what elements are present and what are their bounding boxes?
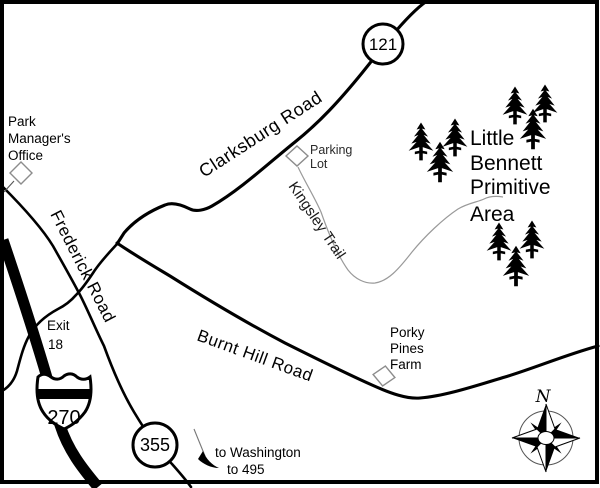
label-line: 18 (48, 337, 63, 352)
label-line: Primitive (470, 176, 551, 199)
frederick-road-line (0, 184, 193, 488)
porky-pines-farm-label: Porky Pines Farm (390, 325, 425, 372)
little-bennett-primitive-area-label: Little Bennett Primitive Area (470, 127, 551, 226)
exit-ramp-line (0, 242, 119, 393)
parking-lot-label: Parking Lot (310, 143, 352, 171)
label-line: Area (470, 203, 515, 226)
label-line: Porky (390, 325, 425, 340)
kingsley-trail-line (297, 166, 504, 284)
route-121-shield: 121 (361, 22, 405, 66)
parking-lot-marker (284, 145, 310, 167)
label-line: Bennett (470, 152, 543, 175)
i270-shield-band (37, 389, 91, 399)
clarksburg-road-line (115, 0, 429, 246)
label-line: Office (8, 148, 43, 163)
park-managers-office-marker (3, 161, 33, 193)
label-line: Manager's (8, 131, 71, 146)
exit-18-label: Exit 18 (47, 318, 70, 352)
compass-rose-icon: N (511, 387, 581, 473)
label-line: Parking (310, 143, 352, 157)
compass-north-label: N (535, 387, 552, 407)
washington-arrow-icon (193, 428, 219, 468)
park-managers-office-label: Park Manager's Office (8, 114, 71, 163)
i270-shield-label: 270 (47, 407, 80, 429)
label-line: Lot (310, 157, 328, 171)
burnt-hill-road-line (115, 241, 600, 400)
route-121-label: 121 (369, 35, 397, 54)
to-495-label: to 495 (227, 462, 265, 477)
porky-pines-farm-marker (372, 365, 396, 387)
i270-shield: 270 (35, 372, 93, 431)
label-line: Little (470, 127, 514, 150)
label-line: Exit (47, 318, 70, 333)
label-line: Pines (390, 341, 424, 356)
route-355-label: 355 (140, 435, 170, 455)
label-line: Farm (390, 357, 422, 372)
route-355-shield: 355 (131, 421, 179, 469)
to-washington-label: to Washington (215, 445, 301, 460)
label-line: Park (8, 114, 36, 129)
